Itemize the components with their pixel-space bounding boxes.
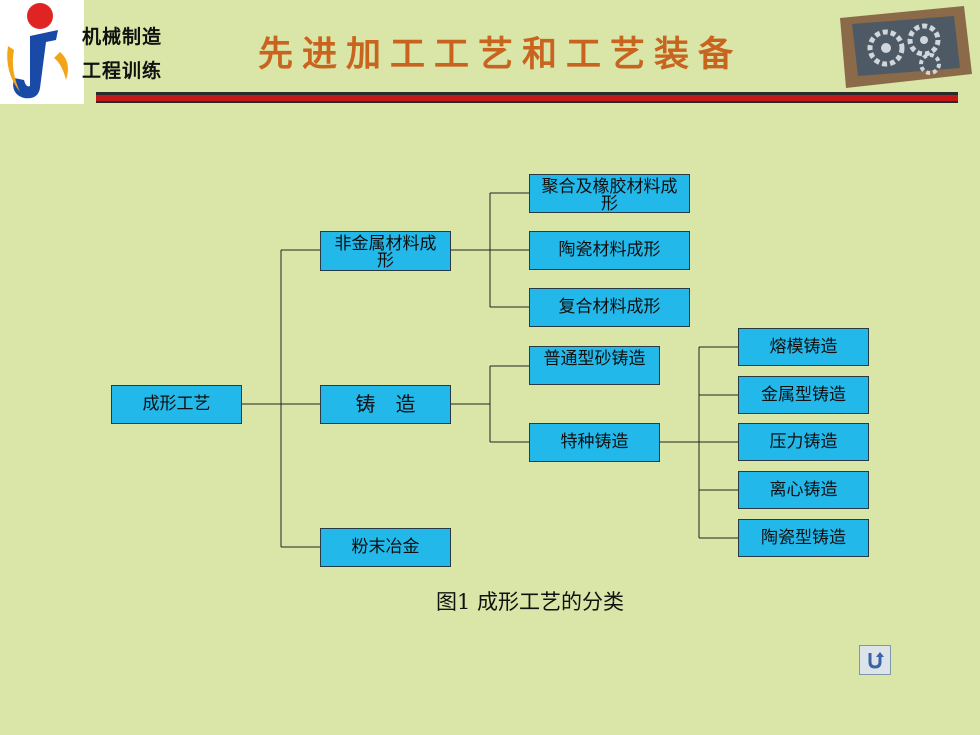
node-sand-casting: 普通型砂铸造 — [529, 346, 660, 385]
node-casting: 铸 造 — [320, 385, 451, 424]
header-rule-dark — [96, 92, 958, 95]
node-ceramic-forming: 陶瓷材料成形 — [529, 231, 690, 270]
return-arrow-icon — [868, 652, 884, 669]
node-nonmetal-forming: 非金属材料成形 — [320, 231, 451, 271]
header-rule-dark-bottom — [96, 101, 958, 103]
header: 机械制造 工程训练 先进加工工艺和工艺装备 — [0, 0, 980, 108]
node-pressure-casting: 压力铸造 — [738, 423, 869, 461]
node-centrifugal-casting: 离心铸造 — [738, 471, 869, 509]
node-powder-metallurgy: 粉末冶金 — [320, 528, 451, 567]
page-title: 先进加工工艺和工艺装备 — [258, 34, 743, 75]
logo-mark — [7, 3, 68, 99]
logo-text-line1: 机械制造 — [82, 26, 163, 48]
header-rule-red — [96, 95, 958, 101]
node-composite-forming: 复合材料成形 — [529, 288, 690, 327]
node-special-casting: 特种铸造 — [529, 423, 660, 462]
node-polymer-rubber-forming: 聚合及橡胶材料成形 — [529, 174, 690, 213]
logo-text-line2: 工程训练 — [82, 60, 163, 82]
node-investment-casting: 熔模铸造 — [738, 328, 869, 366]
gear-wall-icon — [840, 6, 972, 88]
back-button[interactable] — [859, 645, 891, 675]
figure-caption: 图1 成形工艺的分类 — [435, 590, 625, 614]
node-forming-process: 成形工艺 — [111, 385, 242, 424]
node-metal-mold-casting: 金属型铸造 — [738, 376, 869, 414]
node-label: 非金属材料成形 — [334, 234, 437, 271]
logo — [0, 0, 84, 104]
node-label: 聚合及橡胶材料成形 — [541, 177, 678, 214]
node-label: 普通型砂铸造 — [543, 349, 646, 369]
node-ceramic-mold-casting: 陶瓷型铸造 — [738, 519, 869, 557]
